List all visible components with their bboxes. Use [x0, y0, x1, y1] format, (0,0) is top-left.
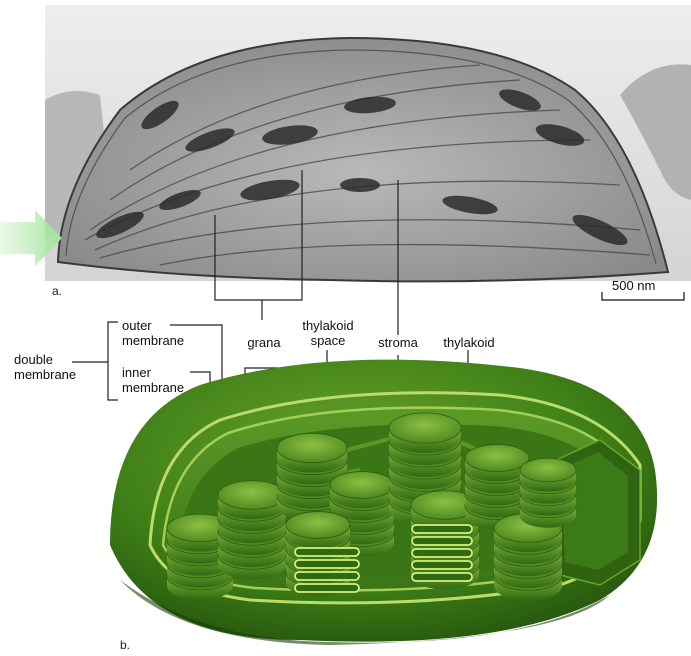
thylakoid-cross-section	[412, 561, 472, 569]
thylakoid-cross-section	[412, 537, 472, 545]
chloroplast-illustration	[110, 360, 657, 645]
thylakoid-disc	[286, 512, 350, 539]
double-membrane-label: double membrane	[14, 352, 76, 382]
grana-label: grana	[236, 335, 292, 350]
panel-a-label: a.	[52, 284, 62, 298]
stroma-label: stroma	[368, 335, 428, 350]
thylakoid-disc	[277, 433, 347, 462]
thylakoid-space-label: thylakoid space	[294, 318, 362, 348]
thylakoid-label: thylakoid	[436, 335, 502, 350]
thylakoid-cross-section	[295, 572, 359, 580]
thylakoid-disc	[520, 458, 576, 482]
inner-membrane-label: inner membrane	[122, 365, 184, 395]
micrograph	[0, 5, 691, 281]
thylakoid-disc	[389, 413, 461, 443]
thylakoid-disc	[465, 445, 529, 472]
scale-bar	[602, 292, 684, 300]
granum-stack	[520, 458, 576, 528]
thylakoid-cross-section	[295, 560, 359, 568]
scale-bar-label: 500 nm	[612, 278, 655, 293]
outer-membrane-label: outer membrane	[122, 318, 184, 348]
thylakoid-disc	[218, 481, 286, 510]
granum-stack	[218, 481, 286, 580]
thylakoid-cross-section	[412, 525, 472, 533]
thylakoid-cross-section	[412, 549, 472, 557]
panel-b-label: b.	[120, 638, 130, 652]
thylakoid-cross-section	[295, 584, 359, 592]
thylakoid-cross-section	[295, 548, 359, 556]
thylakoid-disc	[330, 472, 394, 499]
thylakoid-cross-section	[412, 573, 472, 581]
